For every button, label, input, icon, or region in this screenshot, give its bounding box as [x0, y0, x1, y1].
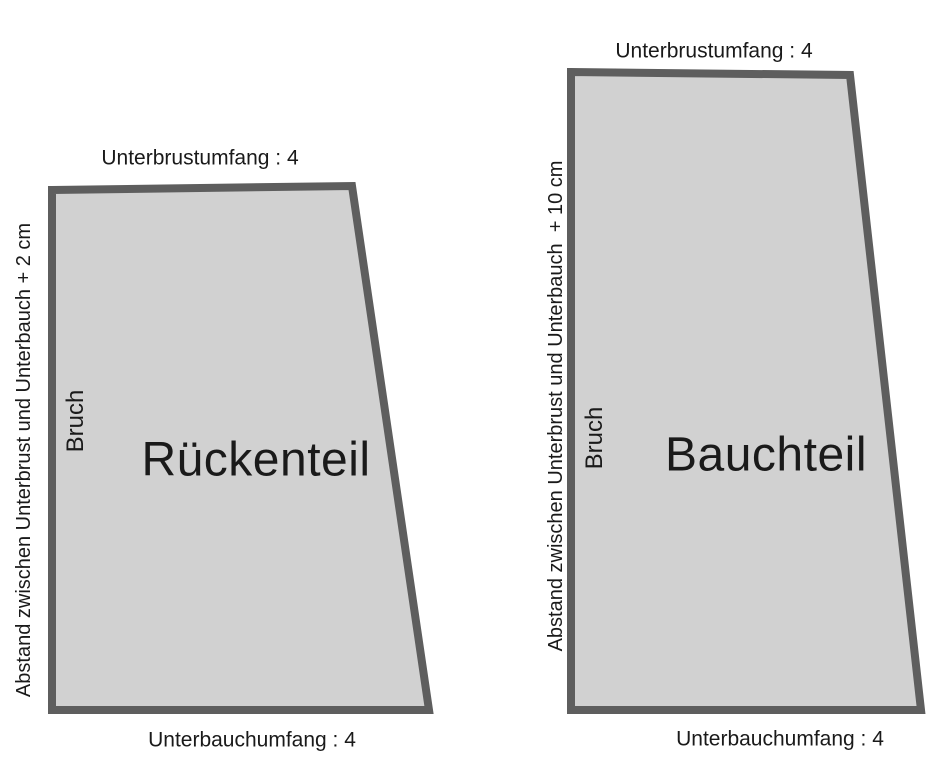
rueckenteil-top-measure-label: Unterbrustumfang : 4	[101, 146, 299, 170]
bauchteil-title: Bauchteil	[665, 428, 867, 482]
bauchteil-fold-label: Bruch	[580, 406, 608, 470]
bauchteil-shape	[567, 67, 926, 714]
rueckenteil-bottom-measure-label: Unterbauchumfang : 4	[148, 728, 356, 752]
bauchteil-bottom-measure-label: Unterbauchumfang : 4	[676, 727, 884, 751]
rueckenteil-fold-label: Bruch	[61, 389, 89, 453]
rueckenteil-side-measure-label: Abstand zwischen Unterbrust und Unterbau…	[13, 222, 35, 698]
bauchteil-side-measure-label: Abstand zwischen Unterbrust und Unterbau…	[545, 160, 567, 652]
rueckenteil-shape	[48, 181, 434, 714]
rueckenteil-title: Rückenteil	[141, 433, 371, 487]
bauchteil-top-measure-label: Unterbrustumfang : 4	[615, 39, 813, 63]
